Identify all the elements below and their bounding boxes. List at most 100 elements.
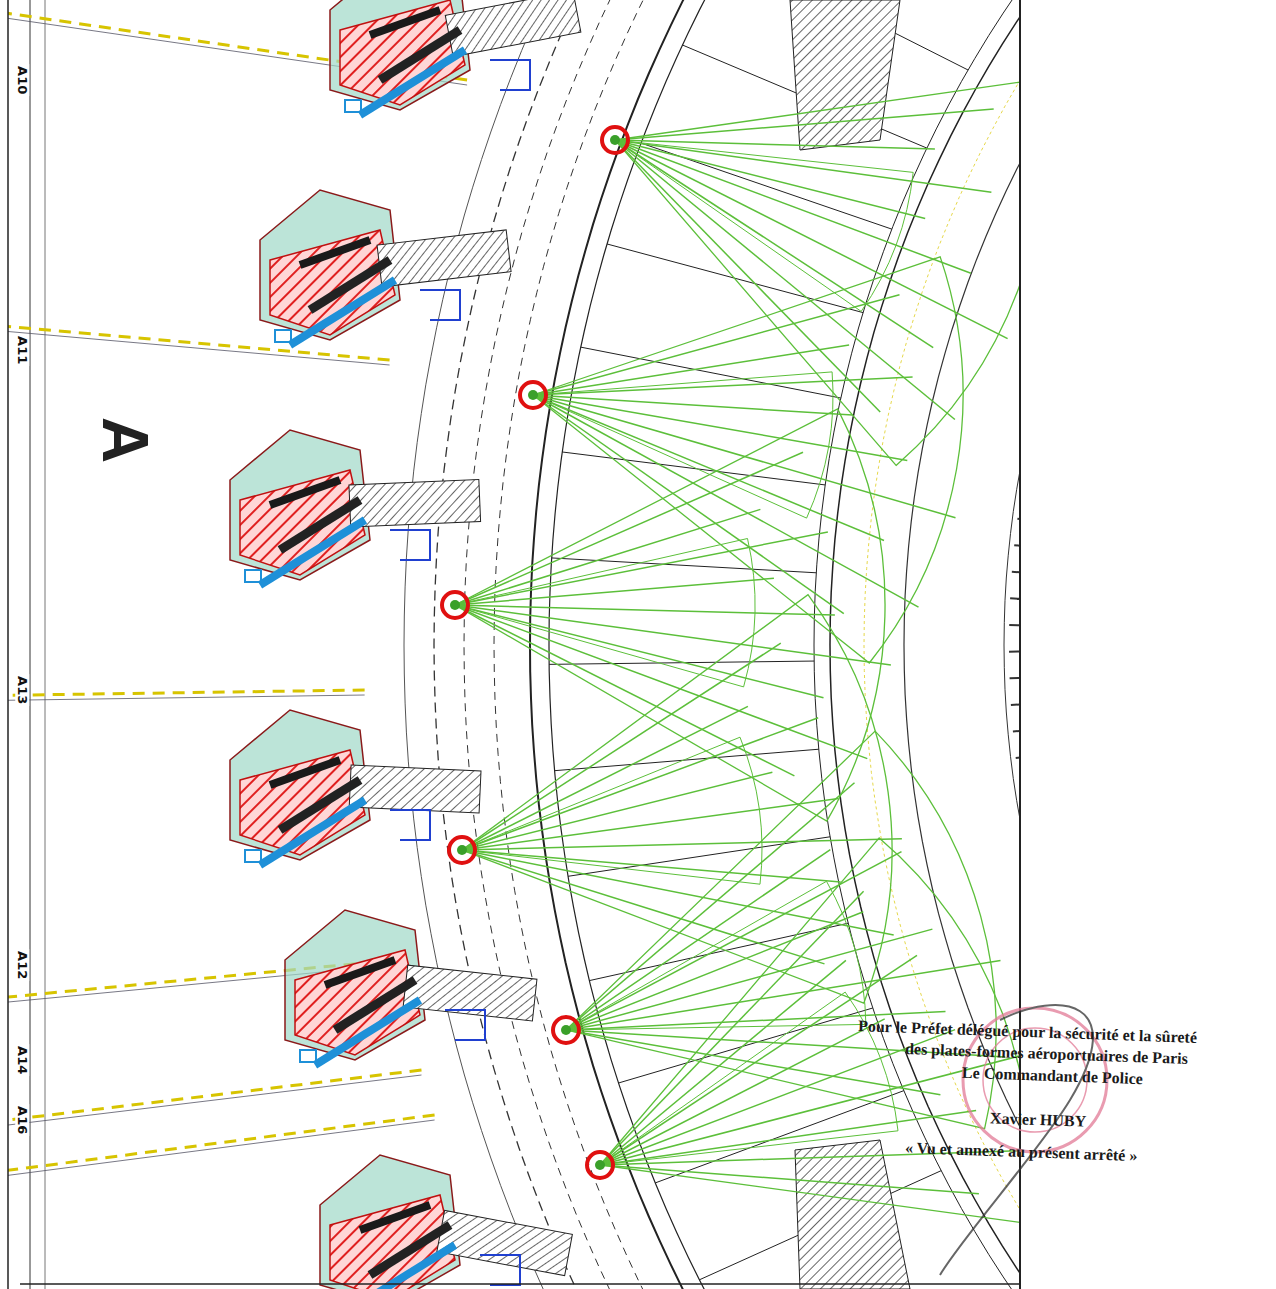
camera-ray	[615, 140, 1008, 339]
stand-number: A11	[15, 334, 29, 366]
bridge-head	[245, 570, 261, 582]
jet-bridge	[370, 1225, 450, 1275]
equipment	[445, 1010, 485, 1040]
camera	[561, 1025, 571, 1035]
camera-ray	[566, 912, 863, 1030]
stand-line	[8, 1075, 421, 1126]
camera	[450, 600, 460, 610]
camera-ray	[462, 839, 902, 850]
jet-bridge	[290, 280, 395, 345]
terminal-letter: A	[90, 417, 160, 463]
jet-bridge	[360, 1205, 430, 1230]
camera-ray	[615, 140, 880, 412]
stand-number: A12	[15, 949, 29, 981]
camera-ray	[462, 643, 781, 850]
jet-bridge	[270, 760, 340, 785]
jet-bridge	[270, 480, 340, 505]
stand-number: A13	[15, 674, 29, 706]
camera-ray	[533, 395, 907, 460]
stand-line	[8, 695, 365, 700]
equipment	[420, 290, 460, 320]
bridge-head	[345, 100, 361, 112]
stand-number: A16	[15, 1104, 29, 1136]
bridge-head	[245, 850, 261, 862]
jet-bridge	[335, 980, 415, 1030]
jet-bridge	[310, 260, 390, 310]
stand-number: A14	[15, 1044, 29, 1076]
camera-ray	[455, 509, 760, 605]
parking-bay	[1010, 677, 1020, 679]
jet-bridge	[350, 1245, 455, 1289]
arc-line	[864, 0, 1020, 1289]
parking-bay	[1011, 702, 1020, 705]
camera-ray	[615, 140, 971, 273]
signature-name: Xavier HUBY	[990, 1110, 1087, 1131]
jet-bridge	[280, 780, 360, 830]
camera-ray	[462, 850, 841, 882]
pier	[349, 480, 481, 527]
camera-ray	[566, 783, 855, 1030]
jet-bridge	[370, 10, 440, 35]
camera-ray	[615, 109, 994, 140]
camera-ray	[615, 140, 991, 192]
camera-field	[462, 595, 892, 1004]
parking-bay	[1012, 572, 1020, 576]
camera-ray	[455, 452, 803, 605]
jet-bridge	[300, 240, 370, 265]
equipment	[390, 810, 430, 840]
arc-line	[904, 0, 1020, 1289]
pier	[403, 965, 537, 1021]
camera-ray	[455, 605, 891, 665]
camera-field	[566, 731, 996, 1129]
camera-ray	[533, 395, 852, 415]
parking-bay	[1010, 598, 1020, 600]
camera-marker	[553, 1017, 579, 1043]
camera-field	[566, 881, 866, 1030]
jet-bridge	[260, 520, 365, 585]
camera-field	[615, 140, 913, 311]
camera-field	[615, 79, 1020, 465]
camera-marker	[449, 837, 475, 863]
parking-bay	[1009, 650, 1020, 652]
equipment	[480, 1255, 520, 1285]
building	[790, 0, 900, 150]
camera	[610, 135, 620, 145]
jet-bridge	[325, 960, 395, 985]
pier	[349, 765, 481, 813]
signature-note: « Vu et annexé au présent arrêté »	[905, 1139, 1138, 1165]
camera-ray	[533, 395, 919, 607]
security-zone	[320, 1155, 460, 1289]
camera-marker	[520, 382, 546, 408]
arc-line	[434, 0, 667, 1289]
taxiway-edge	[45, 0, 46, 1289]
camera-marker	[602, 127, 628, 153]
camera-field	[455, 409, 885, 821]
camera-ray	[600, 1165, 979, 1194]
pier	[445, 0, 581, 57]
camera	[595, 1160, 605, 1170]
bridge-head	[275, 330, 291, 342]
pier	[437, 1210, 573, 1275]
arc-line	[464, 0, 692, 1289]
building	[795, 1140, 910, 1289]
restricted-zone	[330, 1195, 455, 1289]
camera-marker	[442, 592, 468, 618]
equipment	[390, 530, 430, 560]
equipment	[490, 60, 530, 90]
camera-ray	[615, 140, 935, 149]
camera-ray	[600, 891, 864, 1165]
pier	[377, 230, 511, 287]
camera-ray	[462, 706, 748, 850]
camera-field	[533, 372, 833, 518]
jet-bridge	[315, 1000, 420, 1065]
camera-ray	[615, 140, 925, 219]
camera-ray	[462, 772, 772, 850]
camera-ray	[455, 605, 867, 759]
camera-field	[455, 539, 755, 687]
camera-field	[462, 737, 762, 884]
stand-line	[8, 690, 365, 695]
jet-bridge	[360, 50, 465, 115]
camera-ray	[600, 1019, 885, 1165]
camera-ray	[600, 955, 917, 1165]
camera-ray	[462, 850, 825, 964]
